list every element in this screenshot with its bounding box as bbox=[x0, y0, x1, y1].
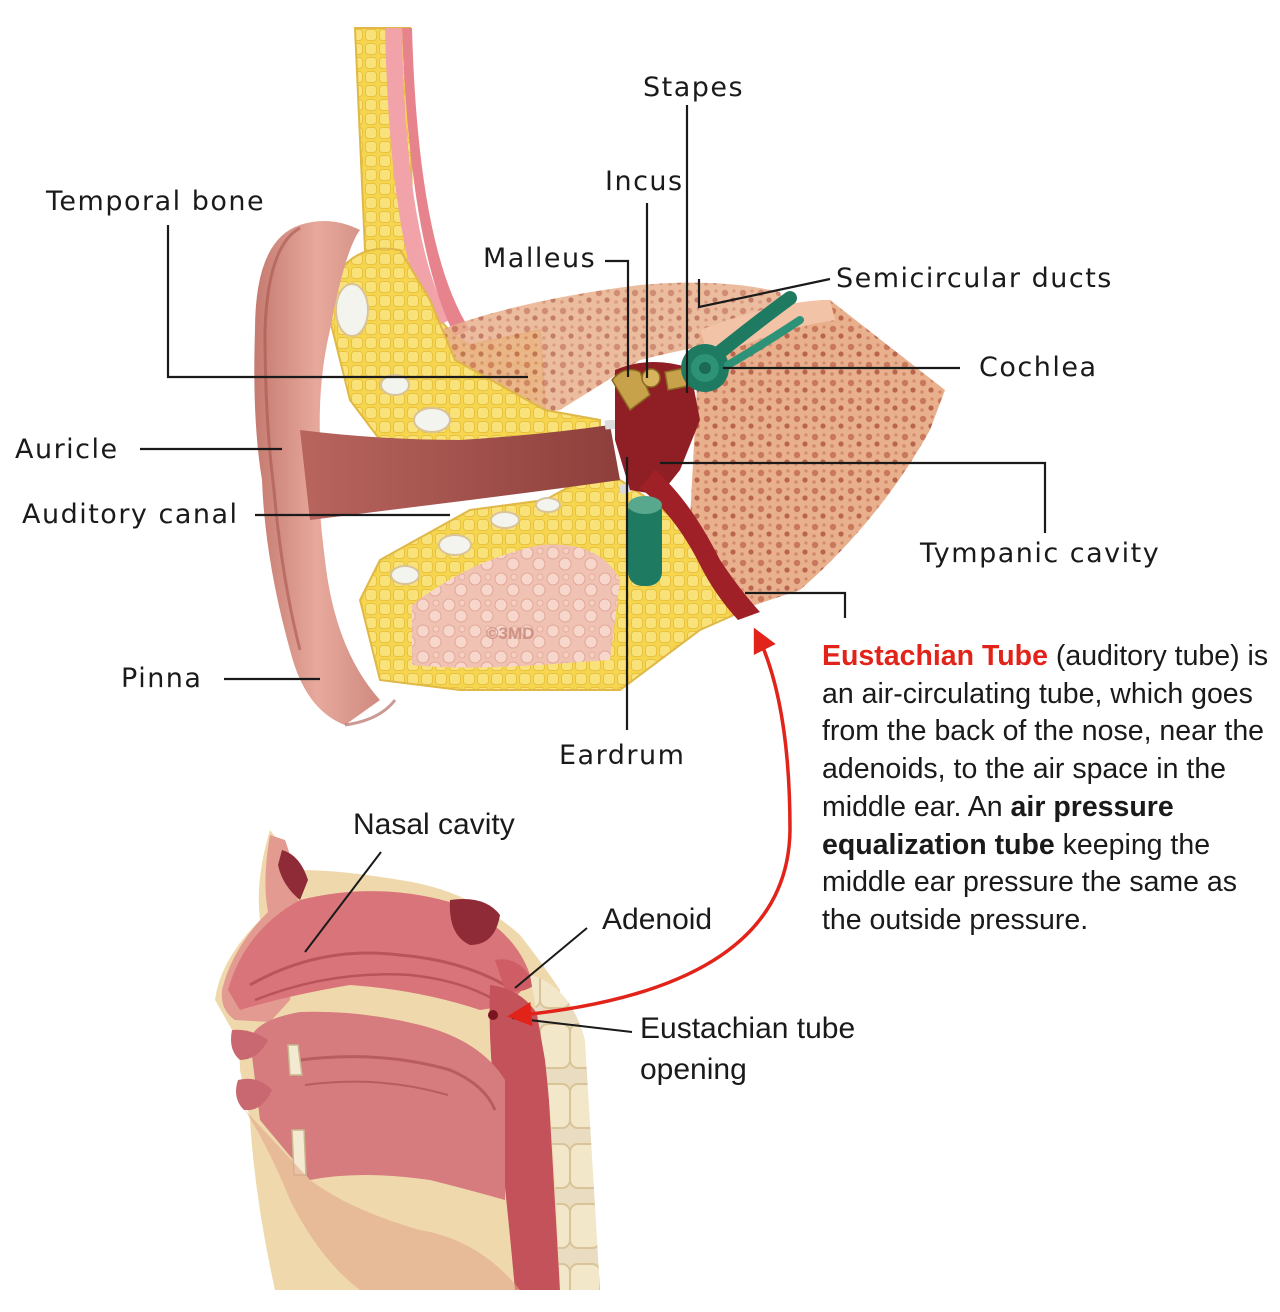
label-eardrum: Eardrum bbox=[559, 740, 686, 771]
label-pinna: Pinna bbox=[121, 663, 203, 694]
label-adenoid: Adenoid bbox=[602, 903, 713, 936]
description-highlight: Eustachian Tube bbox=[822, 640, 1048, 672]
label-eustachian-opening-line1: Eustachian tube bbox=[640, 1012, 856, 1045]
eustachian-tube-description: Eustachian Tube (auditory tube) is an ai… bbox=[822, 638, 1272, 940]
label-incus: Incus bbox=[605, 166, 684, 197]
description-text-1: (auditory tube) is an air-circulating tu… bbox=[822, 640, 1269, 823]
label-auricle: Auricle bbox=[15, 434, 119, 465]
description-text-2: keeping the middle ear pressure the same… bbox=[822, 828, 1238, 936]
label-semicircular-ducts: Semicircular ducts bbox=[836, 263, 1113, 294]
description-bold: air pressure equalization tube bbox=[822, 790, 1174, 861]
label-auditory-canal: Auditory canal bbox=[22, 499, 239, 530]
label-malleus: Malleus bbox=[483, 243, 597, 274]
label-eustachian-opening-line2: opening bbox=[640, 1053, 747, 1086]
copyright-watermark: ©3MD bbox=[486, 624, 535, 643]
label-cochlea: Cochlea bbox=[979, 352, 1098, 383]
label-stapes: Stapes bbox=[643, 72, 745, 103]
label-temporal-bone: Temporal bone bbox=[46, 186, 266, 217]
label-nasal-cavity: Nasal cavity bbox=[353, 808, 515, 841]
label-tympanic-cavity: Tympanic cavity bbox=[920, 538, 1161, 569]
